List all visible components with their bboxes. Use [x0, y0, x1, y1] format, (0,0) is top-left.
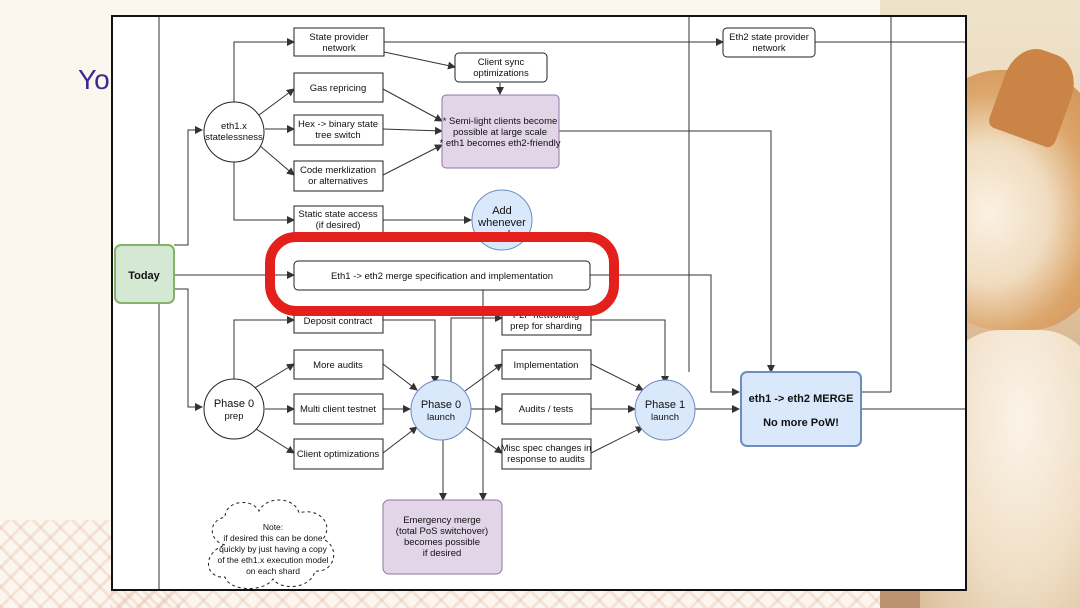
note-label-1: Note:	[263, 522, 283, 532]
phase0-prep-label-2: prep	[224, 411, 243, 422]
static-state-label-2: (if desired)	[316, 220, 361, 231]
semi-light-clients-node: * Semi-light clients become possible at …	[440, 94, 561, 169]
implementation-label: Implementation	[514, 360, 579, 371]
eth-merge-node: eth1 -> eth2 MERGE No more PoW!	[740, 371, 862, 447]
eth2-state-provider-label-2: network	[752, 43, 786, 54]
misc-spec-label-1: Misc spec changes in	[501, 443, 592, 454]
gas-repricing-label: Gas repricing	[310, 83, 367, 94]
eth-merge-label-1: eth1 -> eth2 MERGE	[749, 393, 854, 405]
merge-highlight-ring	[265, 232, 619, 316]
today-node: Today	[114, 244, 175, 304]
state-provider-network-node: State provider network	[293, 27, 385, 57]
emergency-label-4: if desired	[423, 548, 462, 559]
note-label-5: on each shard	[246, 566, 300, 576]
audits-tests-node: Audits / tests	[501, 393, 592, 425]
client-sync-label-2: optimizations	[473, 68, 529, 79]
phase0-prep-node: Phase 0 prep	[203, 378, 265, 440]
eth2-state-provider-label-1: Eth2 state provider	[729, 32, 809, 43]
hex-binary-label-2: tree switch	[315, 130, 360, 141]
phase1-launch-label-2: launch	[651, 412, 679, 423]
gas-repricing-node: Gas repricing	[293, 72, 384, 103]
eth1x-statelessness-node: eth1.x statelessness	[203, 101, 265, 163]
phase1-launch-label-1: Phase 1	[645, 399, 685, 411]
background-pattern-strip	[110, 590, 970, 608]
today-label: Today	[128, 270, 160, 282]
phase1-launch-node: Phase 1 launch	[634, 379, 696, 441]
misc-spec-label-2: response to audits	[507, 454, 585, 465]
multi-client-testnet-node: Multi client testnet	[293, 393, 384, 425]
edges	[174, 38, 965, 501]
state-provider-label-1: State provider	[309, 32, 368, 43]
merge-spec-node: Eth1 -> eth2 merge specification and imp…	[293, 260, 591, 291]
eth-merge-label-2: No more PoW!	[763, 417, 839, 429]
emergency-label-3: becomes possible	[404, 537, 480, 548]
code-merklization-node: Code merklization or alternatives	[293, 160, 384, 192]
client-sync-node: Client sync optimizations	[454, 52, 548, 83]
code-merk-label-2: or alternatives	[308, 176, 368, 187]
implementation-node: Implementation	[501, 349, 592, 380]
add-whenever-label-2: whenever	[477, 217, 526, 229]
client-opt-label: Client optimizations	[297, 449, 380, 460]
phase0-prep-label-1: Phase 0	[214, 398, 254, 410]
state-provider-label-2: network	[322, 43, 356, 54]
more-audits-node: More audits	[293, 349, 384, 380]
client-optimizations-node: Client optimizations	[293, 438, 384, 470]
note-cloud: Note: if desired this can be done quickl…	[208, 499, 335, 589]
add-whenever-label-1: Add	[492, 205, 512, 217]
semi-light-label-2: possible at large scale	[453, 127, 547, 138]
note-label-4: of the eth1.x execution model	[217, 555, 328, 565]
emergency-label-1: Emergency merge	[403, 515, 481, 526]
semi-light-label-3: * eth1 becomes eth2-friendly	[440, 138, 561, 149]
eth1x-label-1: eth1.x	[221, 121, 247, 132]
note-label-2: if desired this can be done	[223, 533, 323, 543]
phase0-launch-label-1: Phase 0	[421, 399, 461, 411]
p2p-label-2: prep for sharding	[510, 321, 582, 332]
eth1x-label-2: statelessness	[205, 132, 263, 143]
audits-tests-label: Audits / tests	[519, 404, 574, 415]
static-state-label-1: Static state access	[298, 209, 377, 220]
hex-binary-node: Hex -> binary state tree switch	[293, 114, 384, 146]
semi-light-label-1: * Semi-light clients become	[443, 116, 558, 127]
eth2-state-provider-node: Eth2 state provider network	[722, 27, 816, 58]
emergency-merge-node: Emergency merge (total PoS switchover) b…	[382, 499, 503, 575]
more-audits-label: More audits	[313, 360, 363, 371]
client-sync-label-1: Client sync	[478, 57, 525, 68]
merge-spec-label: Eth1 -> eth2 merge specification and imp…	[331, 271, 553, 282]
phase0-launch-node: Phase 0 launch	[410, 379, 472, 441]
static-state-access-node: Static state access (if desired)	[293, 205, 384, 235]
code-merk-label-1: Code merklization	[300, 165, 376, 176]
misc-spec-changes-node: Misc spec changes in response to audits	[501, 438, 592, 470]
phase0-launch-label-2: launch	[427, 412, 455, 423]
hex-binary-label-1: Hex -> binary state	[298, 119, 378, 130]
note-label-3: quickly by just having a copy	[219, 544, 327, 554]
emergency-label-2: (total PoS switchover)	[396, 526, 488, 537]
diagram-canvas: Today eth1.x statelessness State provide…	[114, 17, 965, 589]
multi-client-label: Multi client testnet	[300, 404, 376, 415]
roadmap-diagram: Today eth1.x statelessness State provide…	[111, 15, 967, 591]
deposit-contract-label: Deposit contract	[304, 316, 373, 327]
slide-title: Yo	[78, 64, 110, 95]
